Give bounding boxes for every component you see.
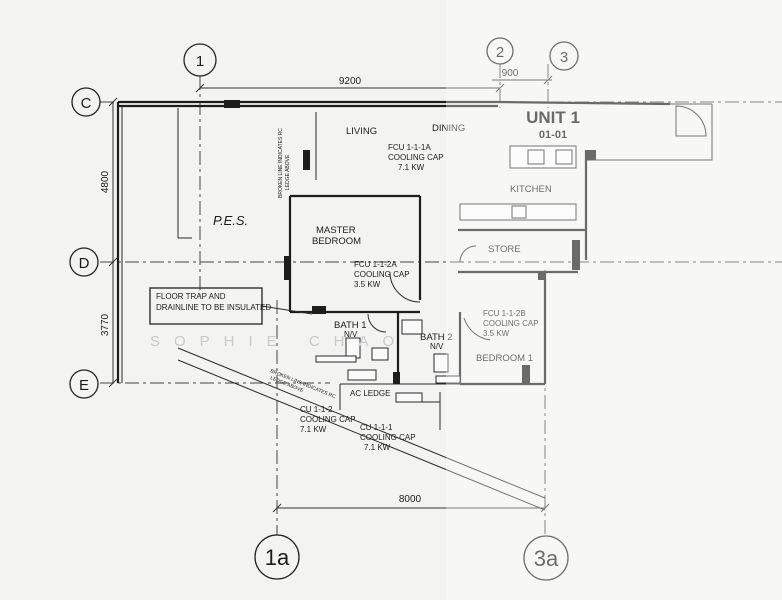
grid-label-3a: 3a [534, 546, 559, 571]
room-bath1-sub: N/V [344, 330, 358, 339]
grid-bubble-2: 2 [486, 37, 514, 65]
grid-label-3: 3 [560, 49, 568, 66]
dim-bottom-span: 8000 [399, 494, 422, 505]
grid-label-2: 2 [496, 44, 504, 61]
dim-top-span: 9200 [339, 76, 362, 87]
fcu-2b-line-2: COOLING CAP [483, 319, 539, 328]
dimensions: 9200 900 4800 3770 8000 [100, 68, 553, 513]
unit-code: 01-01 [539, 129, 567, 141]
cu-2-line-1: CU 1-1-2 [300, 405, 333, 414]
structural-columns [224, 100, 596, 384]
floor-trap-note-line-2: DRAINLINE TO BE INSULATED [156, 303, 271, 312]
fcu-1a-line-3: 7.1 KW [398, 163, 425, 172]
floor-trap-note-line-1: FLOOR TRAP AND [156, 292, 226, 301]
room-bath2-sub: N/V [430, 342, 444, 351]
room-pes-label: P.E.S. [213, 213, 248, 228]
grid-bubble-d: D [69, 247, 99, 277]
room-kitchen-label: KITCHEN [510, 184, 552, 195]
grid-bubble-3a: 3a [523, 535, 569, 581]
room-dining-label: DINING [432, 123, 465, 134]
fcu-2b-line-1: FCU 1-1-2B [483, 309, 526, 318]
grid-label-d: D [79, 255, 90, 272]
grid-label-e: E [79, 377, 89, 394]
dim-top-small: 900 [502, 68, 519, 79]
fcu-2a-line-3: 3.5 KW [354, 280, 381, 289]
cu-1-line-3: 7.1 KW [364, 443, 391, 452]
cu-2-line-3: 7.1 KW [300, 425, 327, 434]
grid-label-c: C [81, 95, 92, 112]
cu-2-line-2: COOLING CAP [300, 415, 356, 424]
fcu-1a-line-1: FCU 1-1-1A [388, 143, 431, 152]
broken-line-note-top-2: LEDGE ABOVE [285, 154, 291, 190]
room-bath2-label: BATH 2 [420, 332, 453, 343]
room-master-label-1: MASTER [316, 225, 356, 236]
grid-bubble-1a: 1a [254, 534, 300, 580]
broken-line-note-top-1: BROKEN LINE INDICATES RC [278, 128, 284, 198]
dim-left-upper: 4800 [100, 170, 111, 193]
dim-left-lower: 3770 [100, 313, 111, 336]
fcu-2b-line-3: 3.5 KW [483, 329, 510, 338]
walls [116, 100, 713, 511]
grid-bubble-c: C [71, 87, 101, 117]
fcu-2a-line-1: FCU 1-1-2A [354, 260, 397, 269]
fcu-1a-line-2: COOLING CAP [388, 153, 444, 162]
grid-label-1a: 1a [265, 545, 290, 570]
room-bedroom1-label: BEDROOM 1 [476, 353, 533, 364]
cu-1-line-1: CU 1-1-1 [360, 423, 393, 432]
watermark: SOPHIE CHAO [150, 333, 408, 350]
room-living-label: LIVING [346, 126, 377, 137]
room-store-label: STORE [488, 244, 521, 255]
cu-1-line-2: COOLING CAP [360, 433, 416, 442]
doors [367, 105, 707, 341]
grid-bubble-1: 1 [183, 43, 217, 77]
unit-title: UNIT 1 [526, 108, 580, 127]
ac-ledge-label: AC LEDGE [350, 389, 390, 398]
grid-label-1: 1 [196, 53, 204, 70]
fixtures [315, 145, 577, 403]
room-master-label-2: BEDROOM [312, 236, 361, 247]
fcu-2a-line-2: COOLING CAP [354, 270, 410, 279]
grid-bubble-e: E [69, 369, 99, 399]
grid-bubble-3: 3 [549, 41, 579, 71]
room-bath1-label: BATH 1 [334, 320, 367, 331]
